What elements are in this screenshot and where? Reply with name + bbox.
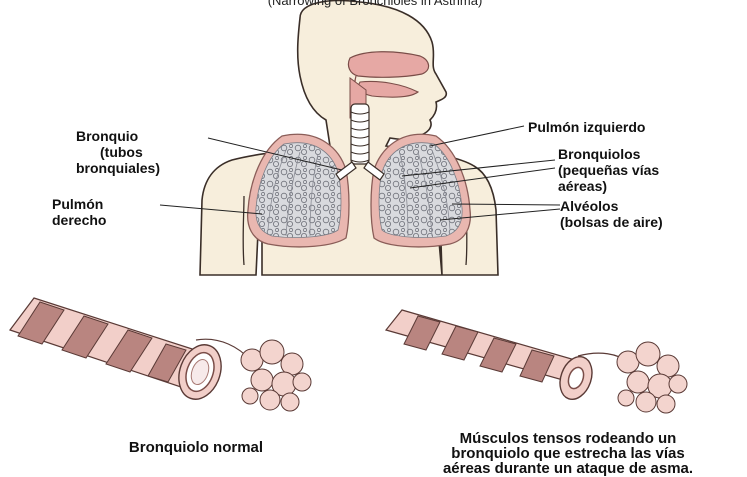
label-alveolos-line1: Alvéolos [560,198,618,214]
label-bronquiolos-line1: Bronquiolos [558,146,640,162]
label-bronquiolos-line3: aéreas) [558,178,607,194]
caption-normal-bronchiole: Bronquiolo normal [96,440,296,456]
label-bronquiolos-line2: (pequeñas vías [558,162,659,178]
label-bronquio-line2: (tubos [100,144,143,160]
normal-alveoli-cluster [241,340,311,411]
label-pulmon-derecho-line2: derecho [52,212,106,228]
label-pulmon-derecho-line1: Pulmón [52,196,103,212]
label-bronquio-line3: bronquiales) [76,160,160,176]
caption-asthma-line3: aéreas durante un ataque de asma. [398,461,738,477]
label-bronquio-line1: Bronquio [76,128,138,144]
asthma-alveoli-cluster [617,342,687,413]
trachea [351,104,369,164]
left-lung [371,134,470,247]
right-arm-line [243,196,244,265]
asthma-bronchiole-illustration [386,310,687,413]
normal-bronchiole-illustration [10,298,311,411]
label-pulmon-izquierdo: Pulmón izquierdo [528,119,645,135]
diagram-title-partial: (Narrowing of Bronchioles in Asthma) [190,0,560,8]
label-alveolos-line2: (bolsas de aire) [560,214,663,230]
